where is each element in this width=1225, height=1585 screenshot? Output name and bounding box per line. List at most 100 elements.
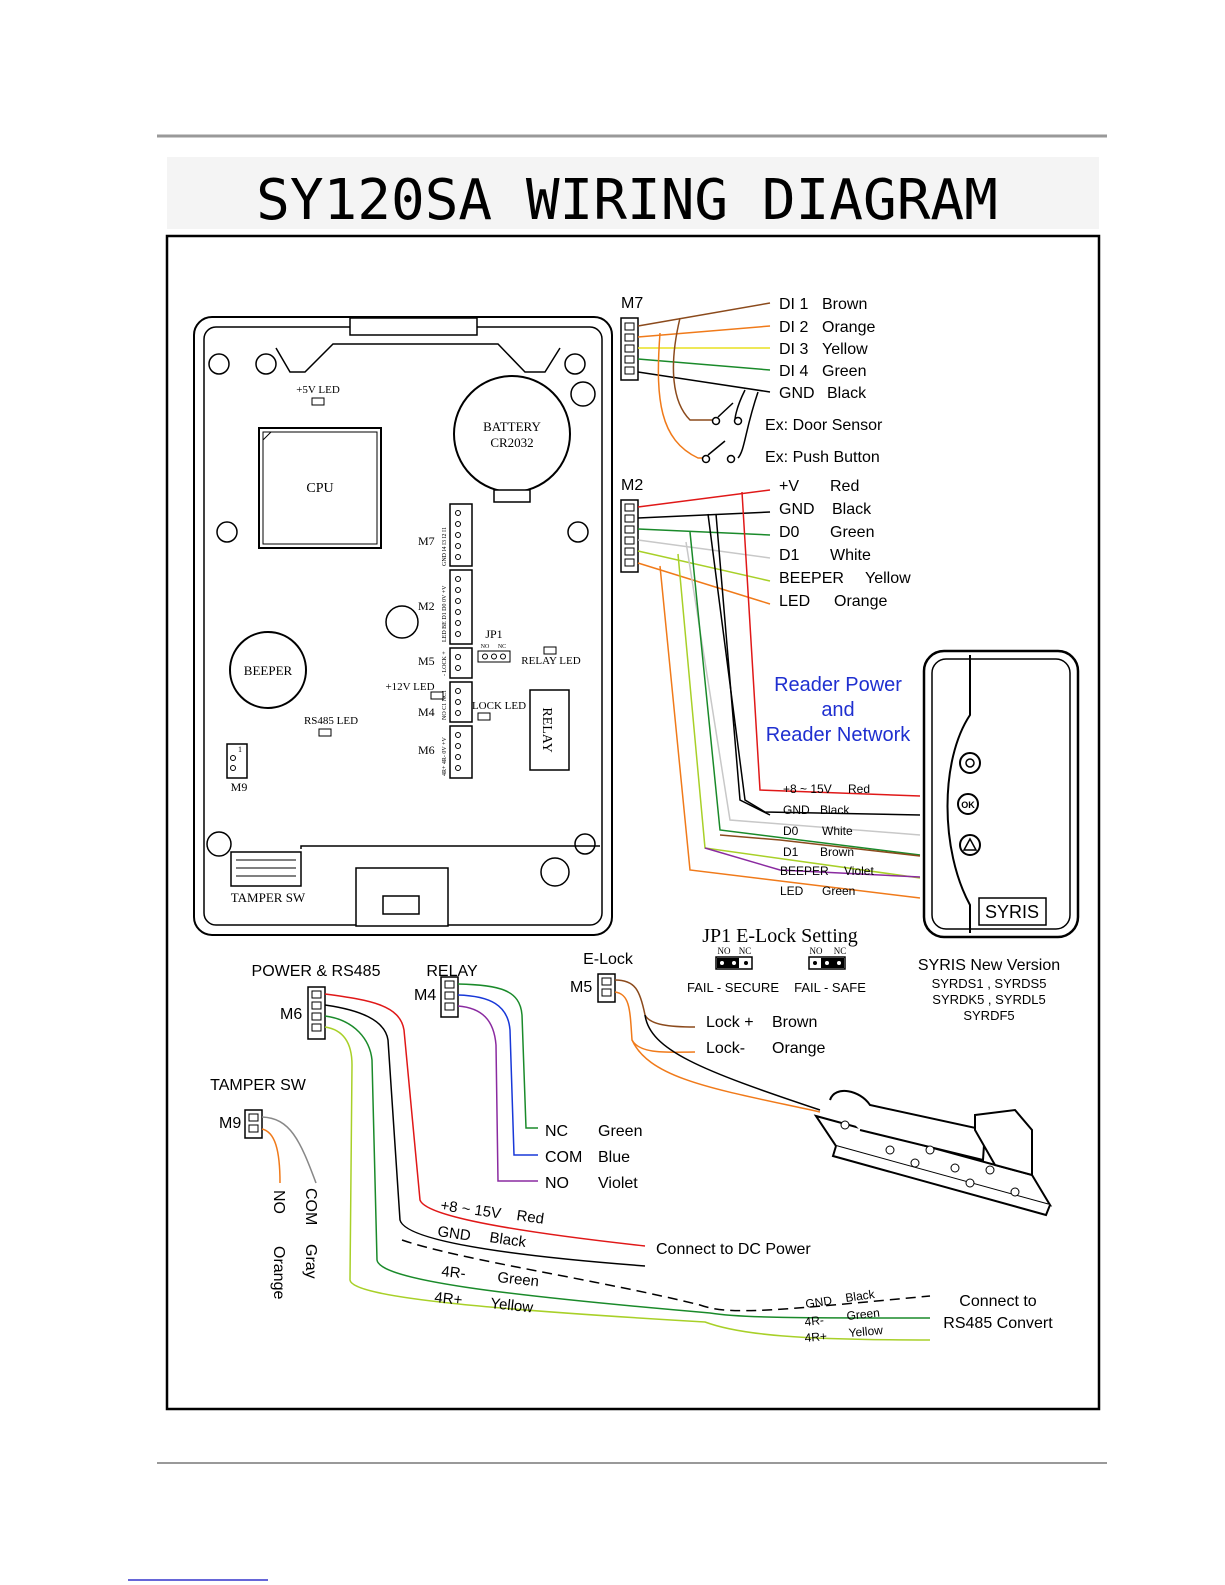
diagram-label: NO C1 NC1: [442, 690, 448, 720]
diagram-label: M4: [418, 705, 435, 719]
top-slot: [349, 317, 478, 336]
battery: [453, 375, 571, 493]
m5-label: M5: [570, 979, 592, 996]
rs485-target-2: RS485 Convert: [943, 1315, 1053, 1332]
wire: [831, 1145, 1051, 1217]
mount-hole: [564, 353, 586, 375]
diagram-label: Red: [515, 1207, 545, 1228]
diagram-label: Yellow: [490, 1295, 535, 1316]
reader-models-3: SYRDF5: [963, 1008, 1014, 1023]
mount-hole: [216, 521, 238, 543]
board-m6: [449, 725, 473, 779]
diagram-label: GND I4 I3 I2 I1: [442, 527, 448, 566]
board-m9-label: M9: [231, 780, 248, 794]
diagram-label: Violet: [598, 1175, 638, 1192]
wire: [637, 302, 771, 327]
wire: [637, 528, 771, 536]
door-sensor-label: Ex: Door Sensor: [765, 417, 883, 434]
wire: [324, 1026, 931, 1341]
diagram-label: M2: [418, 599, 435, 613]
wire: [719, 834, 921, 857]
diagram-label: Brown: [772, 1014, 817, 1031]
rs485-target-1: Connect to: [959, 1293, 1036, 1310]
wire: [715, 513, 771, 816]
reader-note-line1: Reader Power: [774, 674, 902, 696]
diagram-label: LED: [780, 884, 804, 898]
mount-hole: [574, 833, 596, 855]
reader-ok-icon: [957, 793, 979, 815]
board-jp1-label: JP1: [485, 627, 502, 641]
tamper-switch: [230, 851, 302, 887]
relay-label: RELAY: [539, 707, 554, 752]
relay: [529, 689, 570, 771]
diagram-label: Yellow: [848, 1323, 884, 1340]
wire: [637, 371, 771, 393]
jp1-setting-title: JP1 E-Lock Setting: [702, 925, 858, 947]
wire: [637, 511, 771, 519]
diagram-label: Black: [844, 1287, 876, 1305]
diagram-label: Orange: [270, 1246, 287, 1299]
battery-model: CR2032: [490, 435, 533, 450]
diagram-label: Orange: [822, 319, 875, 336]
diagram-label: 1: [238, 745, 242, 754]
diagram-label: NC: [834, 946, 847, 956]
diagram-label: 4R+: [804, 1329, 827, 1345]
diagram-label: Black: [832, 501, 872, 518]
diagram-label: White: [830, 547, 871, 564]
wire: [707, 513, 921, 816]
reader-note-line3: Reader Network: [766, 724, 912, 746]
diagram-label: +12V LED: [385, 681, 434, 693]
mount-hole: [567, 521, 589, 543]
title-band: [167, 157, 1099, 229]
wire: [261, 1128, 281, 1184]
wire: [457, 994, 538, 1156]
diagram-label: DI 2: [779, 319, 808, 336]
beeper-label: BEEPER: [244, 663, 293, 678]
diagram-label: Green: [846, 1306, 881, 1323]
diagram-label: DI 4: [779, 363, 808, 380]
wire: [401, 1239, 931, 1312]
wire: [261, 1116, 317, 1184]
wire: [741, 491, 921, 797]
diagram-label: COM: [302, 1188, 319, 1225]
wire: [300, 845, 600, 849]
cpu-chip: [258, 427, 382, 549]
diagram-label: Green: [822, 363, 866, 380]
wire: [672, 317, 712, 421]
m5-header: E-Lock: [583, 951, 634, 968]
mount-hole: [208, 353, 230, 375]
wire: [737, 391, 759, 459]
mount-hole: [540, 857, 570, 887]
diagram-label: GND: [804, 1293, 833, 1311]
m6-label: M6: [280, 1006, 302, 1023]
dc-power-label: Connect to DC Power: [656, 1241, 811, 1258]
diagram-label: D0: [783, 824, 799, 838]
diagram-label: Black: [820, 803, 850, 817]
diagram-label: 4R-: [441, 1263, 467, 1282]
diagram-label: NO: [270, 1190, 287, 1214]
m9-header: TAMPER SW: [210, 1077, 307, 1094]
diagram-label: RELAY LED: [521, 655, 580, 667]
board-m9: [226, 743, 248, 779]
fail-safe-label: FAIL - SAFE: [794, 980, 866, 995]
lock-led: [477, 712, 491, 721]
diagram-label: Green: [497, 1269, 540, 1290]
tamper-sw-label: TAMPER SW: [231, 890, 306, 905]
wire: [631, 1039, 821, 1113]
diagram-label: Orange: [772, 1040, 825, 1057]
wire: [637, 489, 771, 508]
diagram-label: Violet: [844, 864, 874, 878]
reader-wire-labels: +8 ~ 15V Red GND Black D0 White D1 Brown…: [780, 782, 874, 898]
wire: [324, 1015, 931, 1319]
diagram-label: OK: [961, 800, 975, 810]
diagram-label: NO: [718, 946, 731, 956]
wire: [275, 343, 561, 373]
wire: [962, 837, 978, 851]
diagram-label: NC: [739, 946, 752, 956]
diagram-label: D0: [779, 524, 800, 541]
wire: [707, 440, 726, 456]
reader-brand: SYRIS: [985, 902, 1039, 922]
diagram-label: BEEPER: [779, 570, 844, 587]
e-lock-device: [813, 1090, 1053, 1217]
m7-block: M7 DI 1 Brown DI 2 Orange DI 3 Yellow DI…: [620, 295, 883, 466]
